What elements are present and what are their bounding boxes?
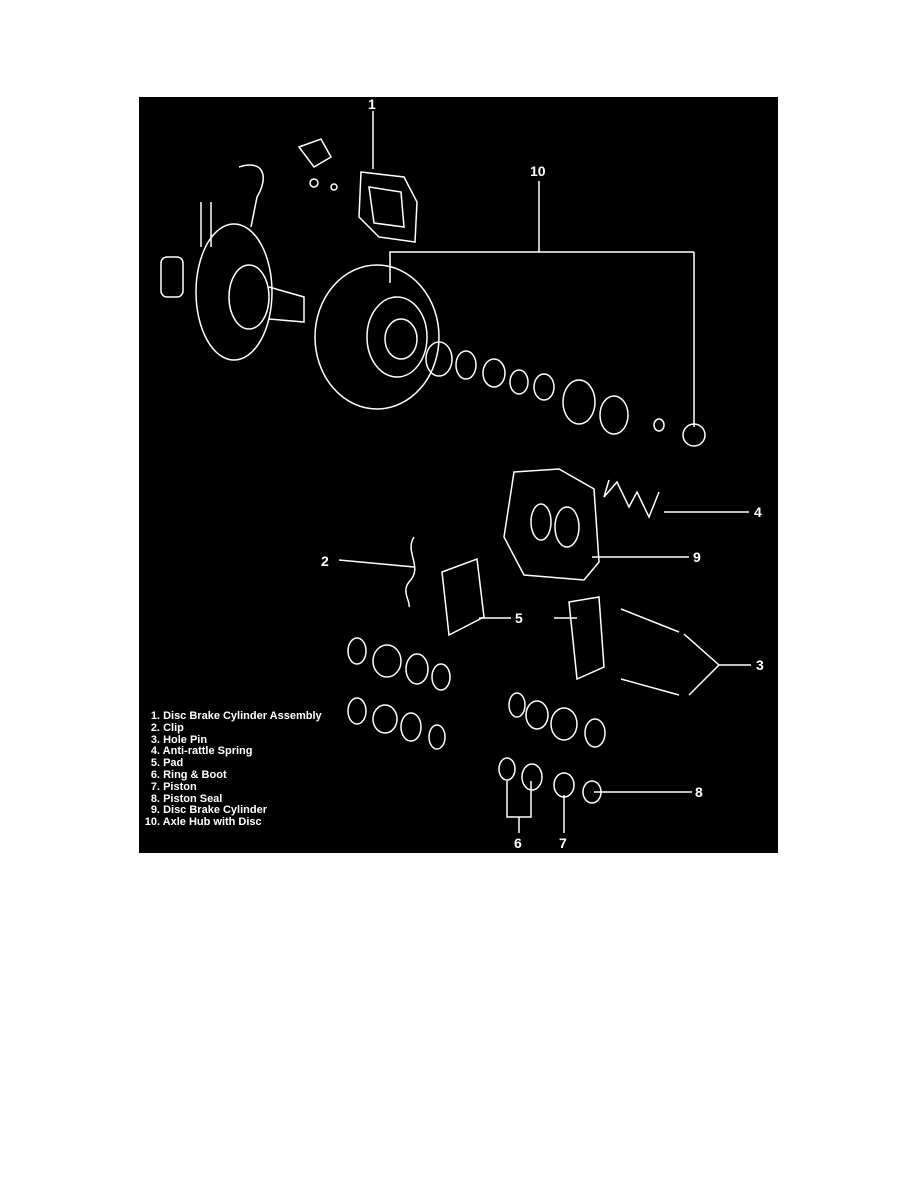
disc-brake-cylinder (503, 468, 600, 581)
callout-6: 6 (514, 835, 522, 851)
right-piston-set (498, 692, 606, 804)
legend-item: 1. Disc Brake Cylinder Assembly (150, 710, 322, 722)
callout-5: 5 (515, 610, 523, 626)
brake-disc (314, 264, 440, 410)
left-piston-set (347, 637, 451, 750)
callout-9: 9 (693, 549, 701, 565)
callout-4: 4 (754, 504, 762, 520)
callout-1: 1 (368, 97, 376, 112)
callout-3: 3 (756, 657, 764, 673)
callout-2: 2 (321, 553, 329, 569)
pads (441, 557, 605, 681)
anti-rattle-spring (603, 479, 660, 519)
callout-7: 7 (559, 835, 567, 851)
leader-lines (338, 111, 751, 833)
clip (405, 536, 416, 608)
legend-item: 5. Pad (150, 757, 184, 770)
parts-legend: 1. Disc Brake Cylinder Assembly 2. Clip … (143, 710, 322, 829)
legend-item: 9. Disc Brake Cylinder (150, 804, 267, 817)
hole-pins (620, 608, 680, 696)
caliper-top (297, 138, 418, 243)
legend-item: 8. Piston Seal (150, 792, 223, 805)
hub-parts (425, 341, 706, 447)
callout-8: 8 (695, 784, 703, 800)
legend-item: 10. Axle Hub with Disc (144, 816, 262, 829)
legend-item: 4. Anti-rattle Spring (150, 745, 253, 758)
legend-item: 6. Ring & Boot (150, 768, 227, 781)
knuckle-and-shield (160, 164, 305, 361)
legend-item: 7. Piston (150, 780, 197, 793)
callout-10: 10 (530, 163, 546, 179)
legend-item: 3. Hole Pin (150, 733, 208, 746)
legend-item: 2. Clip (150, 721, 184, 734)
diagram-artwork (160, 111, 751, 833)
exploded-brake-diagram: 1 10 4 9 2 5 3 8 6 7 1. Disc Brake Cylin… (139, 97, 778, 853)
